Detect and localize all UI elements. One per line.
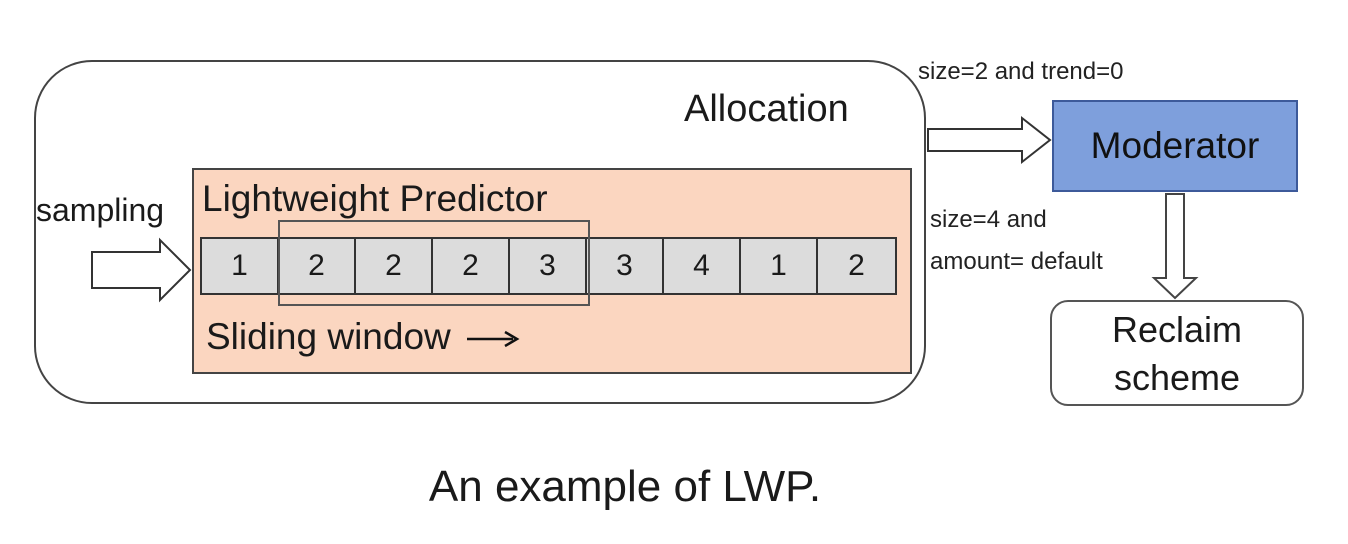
sliding-window-text: Sliding window [206,316,451,357]
sliding-window-frame [278,220,590,306]
reclaim-scheme-box: Reclaim scheme [1050,300,1304,406]
arrow-right-icon [467,331,520,348]
sampling-label: sampling [36,192,165,228]
sample-cell: 3 [587,239,664,293]
sample-cell: 4 [664,239,741,293]
sampling-arrow [91,237,192,303]
moderator-input-note: size=2 and trend=0 [918,58,1124,85]
figure-caption: An example of LWP. [428,462,822,511]
sliding-window-label: Sliding window [206,316,521,358]
reclaim-input-note-line1: size=4 and [930,206,1047,233]
sample-cell: 1 [741,239,818,293]
reclaim-scheme-line1: Reclaim [1111,309,1243,350]
sample-cell: 3 [510,239,587,293]
sample-cell: 2 [356,239,433,293]
sample-cell: 2 [279,239,356,293]
reclaim-scheme-line2: scheme [1113,357,1241,398]
sample-cell: 1 [202,239,279,293]
sample-sequence: 1 2 2 2 3 3 4 1 2 [200,237,897,295]
moderator-box: Moderator [1052,100,1298,192]
lightweight-predictor-label: Lightweight Predictor [202,178,548,219]
sample-cell: 2 [433,239,510,293]
allocation-label: Allocation [684,88,849,130]
moderator-to-reclaim-arrow [1151,193,1199,300]
reclaim-input-note-line2: amount= default [930,248,1103,275]
sample-cell: 2 [818,239,895,293]
allocation-to-moderator-arrow [927,115,1052,165]
